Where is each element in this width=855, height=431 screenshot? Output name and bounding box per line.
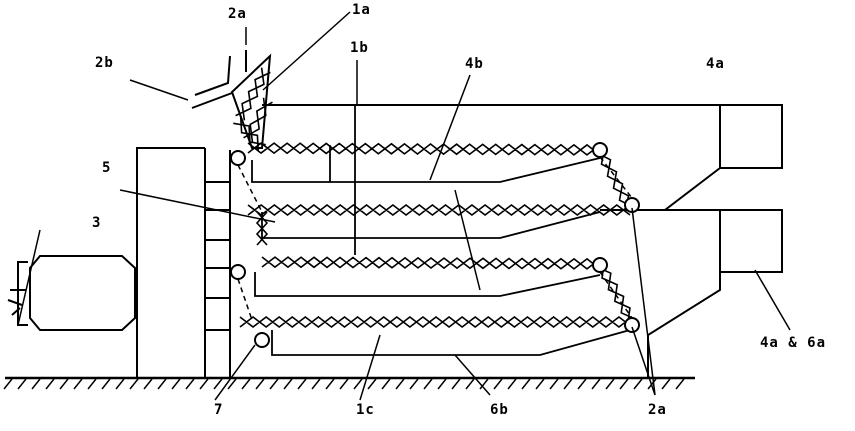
ground-hatch <box>101 378 111 390</box>
label-1a: 1a <box>352 2 371 18</box>
ground-hatch <box>493 378 503 390</box>
label-2a-bottom: 2a <box>648 402 667 418</box>
ground-hatch <box>675 378 685 390</box>
ground-hatch <box>395 378 405 390</box>
ground-hatch <box>325 378 335 390</box>
roller <box>254 332 270 348</box>
ground-hatch <box>465 378 475 390</box>
ground-hatch <box>129 378 139 390</box>
roller <box>592 257 608 273</box>
chain-segment <box>261 256 601 270</box>
ground-hatch <box>227 378 237 390</box>
ground-hatch <box>563 378 573 390</box>
ground-hatch <box>87 378 97 390</box>
label-6b: 6b <box>490 402 509 418</box>
label-7: 7 <box>214 402 224 418</box>
outlet-box-4a-6a <box>719 209 783 273</box>
ground-hatch <box>31 378 41 390</box>
chain-segment <box>247 203 631 217</box>
ground-hatch <box>143 378 153 390</box>
chain-segment <box>235 67 271 121</box>
ground-hatch <box>507 378 517 390</box>
rollers <box>230 142 640 348</box>
label-4b: 4b <box>465 56 484 72</box>
ground-hatch <box>339 378 349 390</box>
label-4a: 4a <box>706 56 725 72</box>
label-5: 5 <box>102 160 112 176</box>
plates <box>251 105 631 356</box>
chain-segment <box>255 211 269 246</box>
ground-hatch <box>241 378 251 390</box>
ground-hatch <box>451 378 461 390</box>
ground-hatch <box>297 378 307 390</box>
chain-return-dashed <box>237 164 263 213</box>
motor <box>7 255 136 331</box>
ground-hatch <box>17 378 27 390</box>
ground-hatch <box>269 378 279 390</box>
frame <box>136 147 231 378</box>
ground <box>3 376 695 390</box>
ground-hatch <box>3 378 13 390</box>
label-4a-6a: 4a & 6a <box>760 335 827 351</box>
chain-return-dashed <box>237 278 253 321</box>
leader-lines <box>17 11 791 401</box>
roller <box>592 142 608 158</box>
ground-hatch <box>549 378 559 390</box>
ground-hatch <box>199 378 209 390</box>
ground-hatch <box>521 378 531 390</box>
chain-segment <box>247 142 601 156</box>
ground-hatch <box>59 378 69 390</box>
ground-hatch <box>45 378 55 390</box>
ground-hatch <box>437 378 447 390</box>
ground-hatch <box>353 378 363 390</box>
ground-hatch <box>661 378 671 390</box>
ground-hatch <box>115 378 125 390</box>
ground-hatch <box>283 378 293 390</box>
ground-hatch <box>157 378 167 390</box>
ground-hatch <box>619 378 629 390</box>
label-2b: 2b <box>95 55 114 71</box>
ground-hatch <box>409 378 419 390</box>
ground-hatch <box>311 378 321 390</box>
ground-hatch <box>577 378 587 390</box>
housing <box>262 104 783 378</box>
ground-hatch <box>255 378 265 390</box>
label-1c: 1c <box>356 402 375 418</box>
ground-hatch <box>633 378 643 390</box>
label-1b: 1b <box>350 40 369 56</box>
ground-hatch <box>381 378 391 390</box>
ground-hatch <box>73 378 83 390</box>
roller <box>230 150 246 166</box>
label-3: 3 <box>92 215 102 231</box>
chain-return-dashed <box>599 271 633 319</box>
ground-hatch <box>213 378 223 390</box>
ground-hatch <box>605 378 615 390</box>
feed-chute <box>191 50 272 149</box>
ground-hatch <box>185 378 195 390</box>
chain-segment <box>239 315 633 329</box>
ground-hatch <box>479 378 489 390</box>
roller <box>230 264 246 280</box>
chain-segment <box>243 97 273 143</box>
outlet-box-4a <box>719 104 783 169</box>
roller <box>624 317 640 333</box>
ground-hatch <box>535 378 545 390</box>
conveyor-chains <box>233 67 637 329</box>
ground-hatch <box>423 378 433 390</box>
ground-hatch <box>591 378 601 390</box>
label-2a-top: 2a <box>228 6 247 22</box>
ground-hatch <box>367 378 377 390</box>
ground-hatch <box>171 378 181 390</box>
